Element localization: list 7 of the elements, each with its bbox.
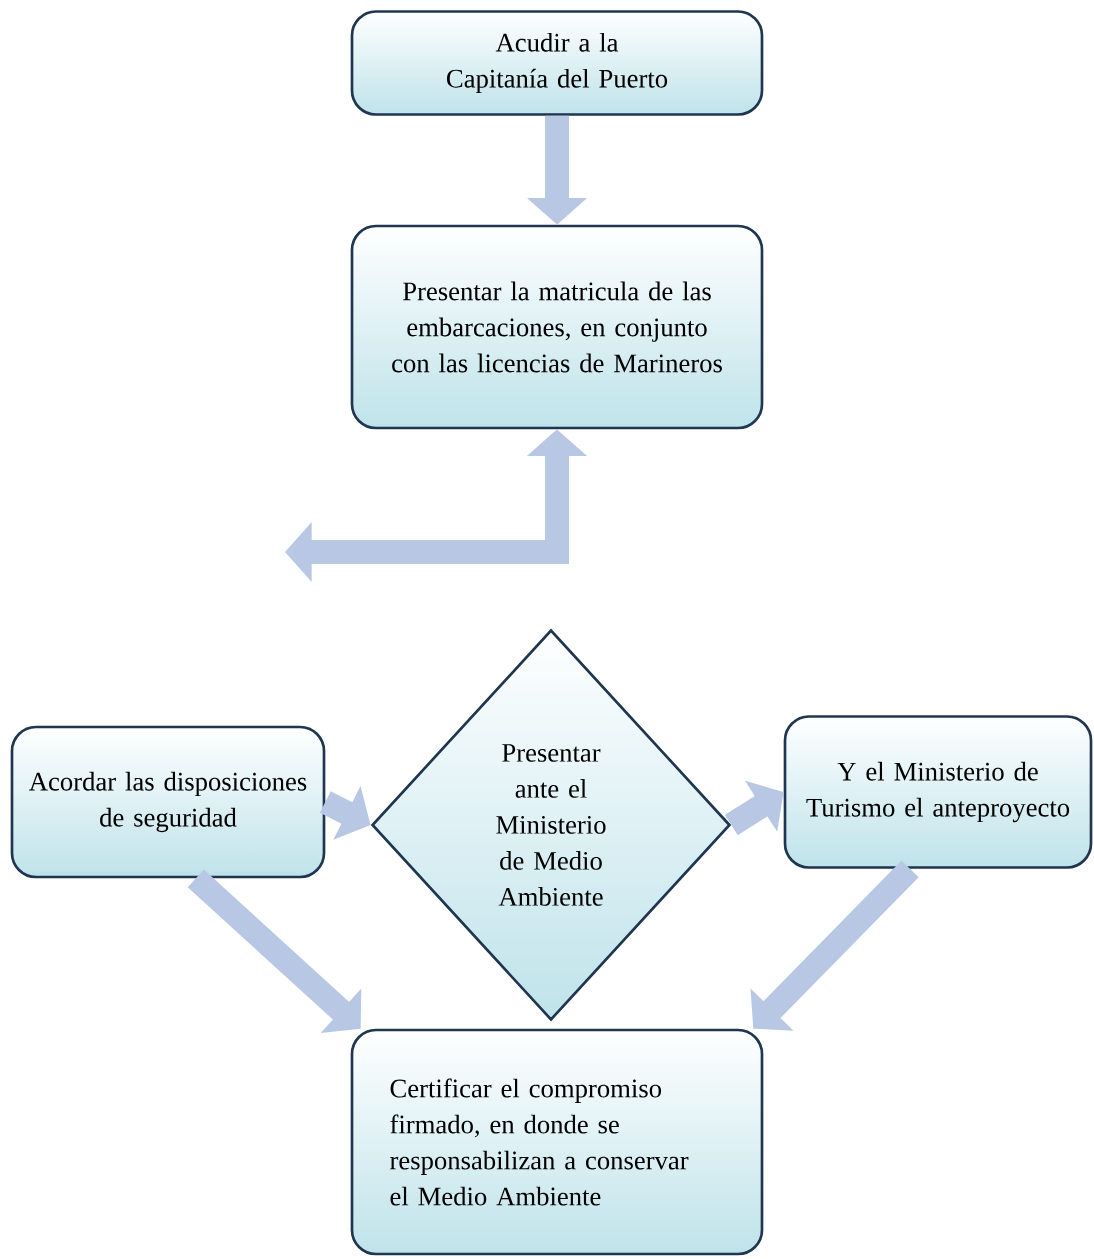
process-box: Acordar las disposiciones de seguridad: [10, 725, 326, 879]
process-box: Certificar el compromiso firmado, en donde se responsabilizan a conservar el Medio Ambiente: [350, 1028, 764, 1256]
process-box: Acudir a la Capitanía del Puerto: [350, 10, 764, 116]
process-box: Presentar la matricula de las embarcaciones, en conjunto con las licencias de Marineros: [350, 224, 764, 430]
block-arrow: [187, 869, 362, 1033]
process-box: Y el Ministerio de Turismo el anteproyecto: [783, 715, 1093, 869]
block-arrow: [724, 780, 784, 836]
